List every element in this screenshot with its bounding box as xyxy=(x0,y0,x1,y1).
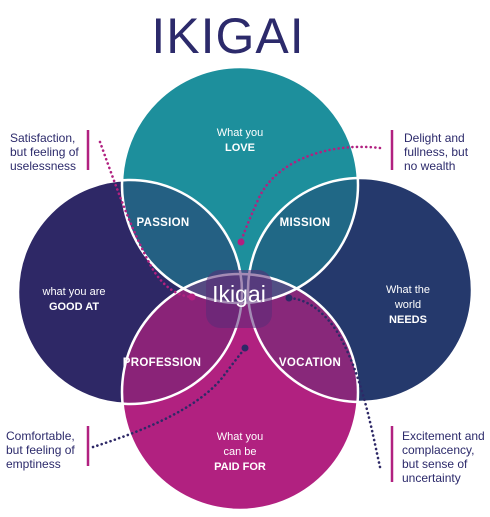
paid-line1: What you xyxy=(217,431,263,443)
center-region xyxy=(206,270,272,328)
overlap-tint-needs xyxy=(248,178,472,402)
needs-line2: world xyxy=(394,299,421,311)
note-bottom-left-3: emptiness xyxy=(6,457,61,471)
overlap-profession: PROFESSION xyxy=(123,357,201,369)
note-top-left-2: but feeling of xyxy=(10,145,79,159)
connector-lines xyxy=(91,140,382,469)
connector-top-right xyxy=(239,145,382,244)
note-top-left-3: uselessness xyxy=(10,159,76,173)
good-at-line1: what you are xyxy=(42,286,106,298)
circle-love xyxy=(122,67,358,303)
note-bottom-right-4: uncertainty xyxy=(402,471,461,485)
connector-bottom-left xyxy=(91,346,247,449)
paid-line3: PAID FOR xyxy=(214,461,266,473)
note-top-left-1: Satisfaction, xyxy=(10,131,75,145)
overlap-tint-good-at xyxy=(18,180,242,404)
overlap-passion: PASSION xyxy=(136,217,189,229)
center-label: Ikigai xyxy=(212,281,266,307)
paid-line2: can be xyxy=(223,446,256,458)
note-bars xyxy=(86,130,394,482)
overlap-tint-paid xyxy=(122,274,358,510)
connector-top-left xyxy=(98,140,194,299)
note-bottom-right-2: complacency, xyxy=(402,443,474,457)
needs-line1: What the xyxy=(386,284,430,296)
good-at-line2: GOOD AT xyxy=(49,301,99,313)
connector-bottom-right xyxy=(287,296,382,469)
note-top-right-2: fullness, but xyxy=(404,145,469,159)
connector-dots xyxy=(188,238,293,352)
overlap-mission: MISSION xyxy=(280,217,331,229)
overlap-vocation: VOCATION xyxy=(279,357,341,369)
note-bottom-right-1: Excitement and xyxy=(402,429,485,443)
page-title: IKIGAI xyxy=(151,8,304,64)
love-line2: LOVE xyxy=(225,142,255,154)
note-bottom-left-2: but feeling of xyxy=(6,443,75,457)
circle-paid-for xyxy=(122,274,358,510)
note-bottom-right-3: but sense of xyxy=(402,457,468,471)
note-bottom-left-1: Comfortable, xyxy=(6,429,75,443)
note-top-right-1: Delight and xyxy=(404,131,465,145)
note-top-right-3: no wealth xyxy=(404,159,455,173)
love-line1: What you xyxy=(217,127,263,139)
needs-line3: NEEDS xyxy=(389,314,427,326)
